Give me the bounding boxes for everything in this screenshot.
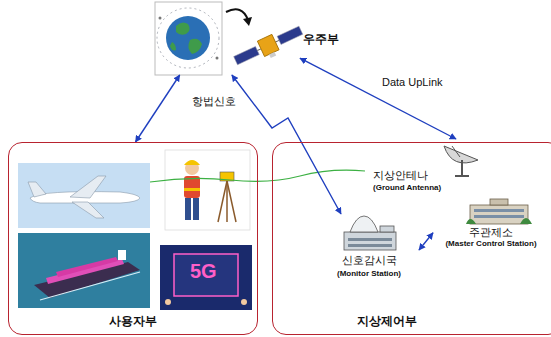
rotation-arrowhead <box>243 17 252 26</box>
orbit <box>157 8 219 68</box>
surveyor-photo <box>165 150 250 230</box>
container-ship <box>34 250 140 300</box>
monitor-building <box>344 216 396 250</box>
rotation-arrow <box>226 9 248 20</box>
node-heading: 신호감시국 <box>319 254 419 267</box>
airplane-photo <box>18 163 150 228</box>
5g-screen <box>174 254 238 296</box>
node-subtitle: (Monitor Station) <box>319 269 419 278</box>
earth-frame <box>155 2 222 75</box>
node-subtitle: (Ground Antenna) <box>373 183 441 192</box>
satellite <box>232 23 306 72</box>
signal-arrow <box>232 75 341 214</box>
monitor-station: 신호감시국 (Monitor Station) <box>319 214 419 286</box>
person <box>165 299 171 305</box>
5g-photo <box>160 245 252 310</box>
user-segment-region: 사용자부 <box>8 142 258 335</box>
master-control-station: 주관제소(Master Control Station) <box>433 199 549 251</box>
signal-arrow <box>419 233 433 250</box>
screen-label: 5G <box>190 260 217 283</box>
edge-label: 항법신호 <box>190 95 238 108</box>
node-heading: 우주부 <box>303 33 339 47</box>
node-heading: 주관제소 <box>433 226 549 239</box>
land <box>170 22 202 54</box>
control-building <box>466 199 532 224</box>
earth <box>166 16 210 60</box>
antenna-dish <box>444 146 478 176</box>
signal-arrow <box>136 75 180 142</box>
edge-label: Data UpLink <box>380 76 445 89</box>
node-heading: 사용자부 <box>9 315 257 329</box>
person <box>241 299 247 305</box>
airplane <box>28 176 140 218</box>
node-heading: 지상제어부 <box>357 315 417 329</box>
ground-antenna: 지상안테나(Ground Antenna) <box>369 139 481 197</box>
signal-arrow <box>300 58 456 139</box>
node-heading: 지상안테나 <box>373 169 428 182</box>
space-segment: 우주부 <box>155 2 300 75</box>
orbit-dot <box>216 57 219 60</box>
ground-segment-region: 지상제어부지상안테나(Ground Antenna)주관제소(Master Co… <box>272 142 551 335</box>
surveyor <box>184 160 236 222</box>
node-subtitle: (Master Control Station) <box>433 239 549 248</box>
orbit-dot <box>159 17 162 20</box>
ship-photo <box>18 233 150 308</box>
